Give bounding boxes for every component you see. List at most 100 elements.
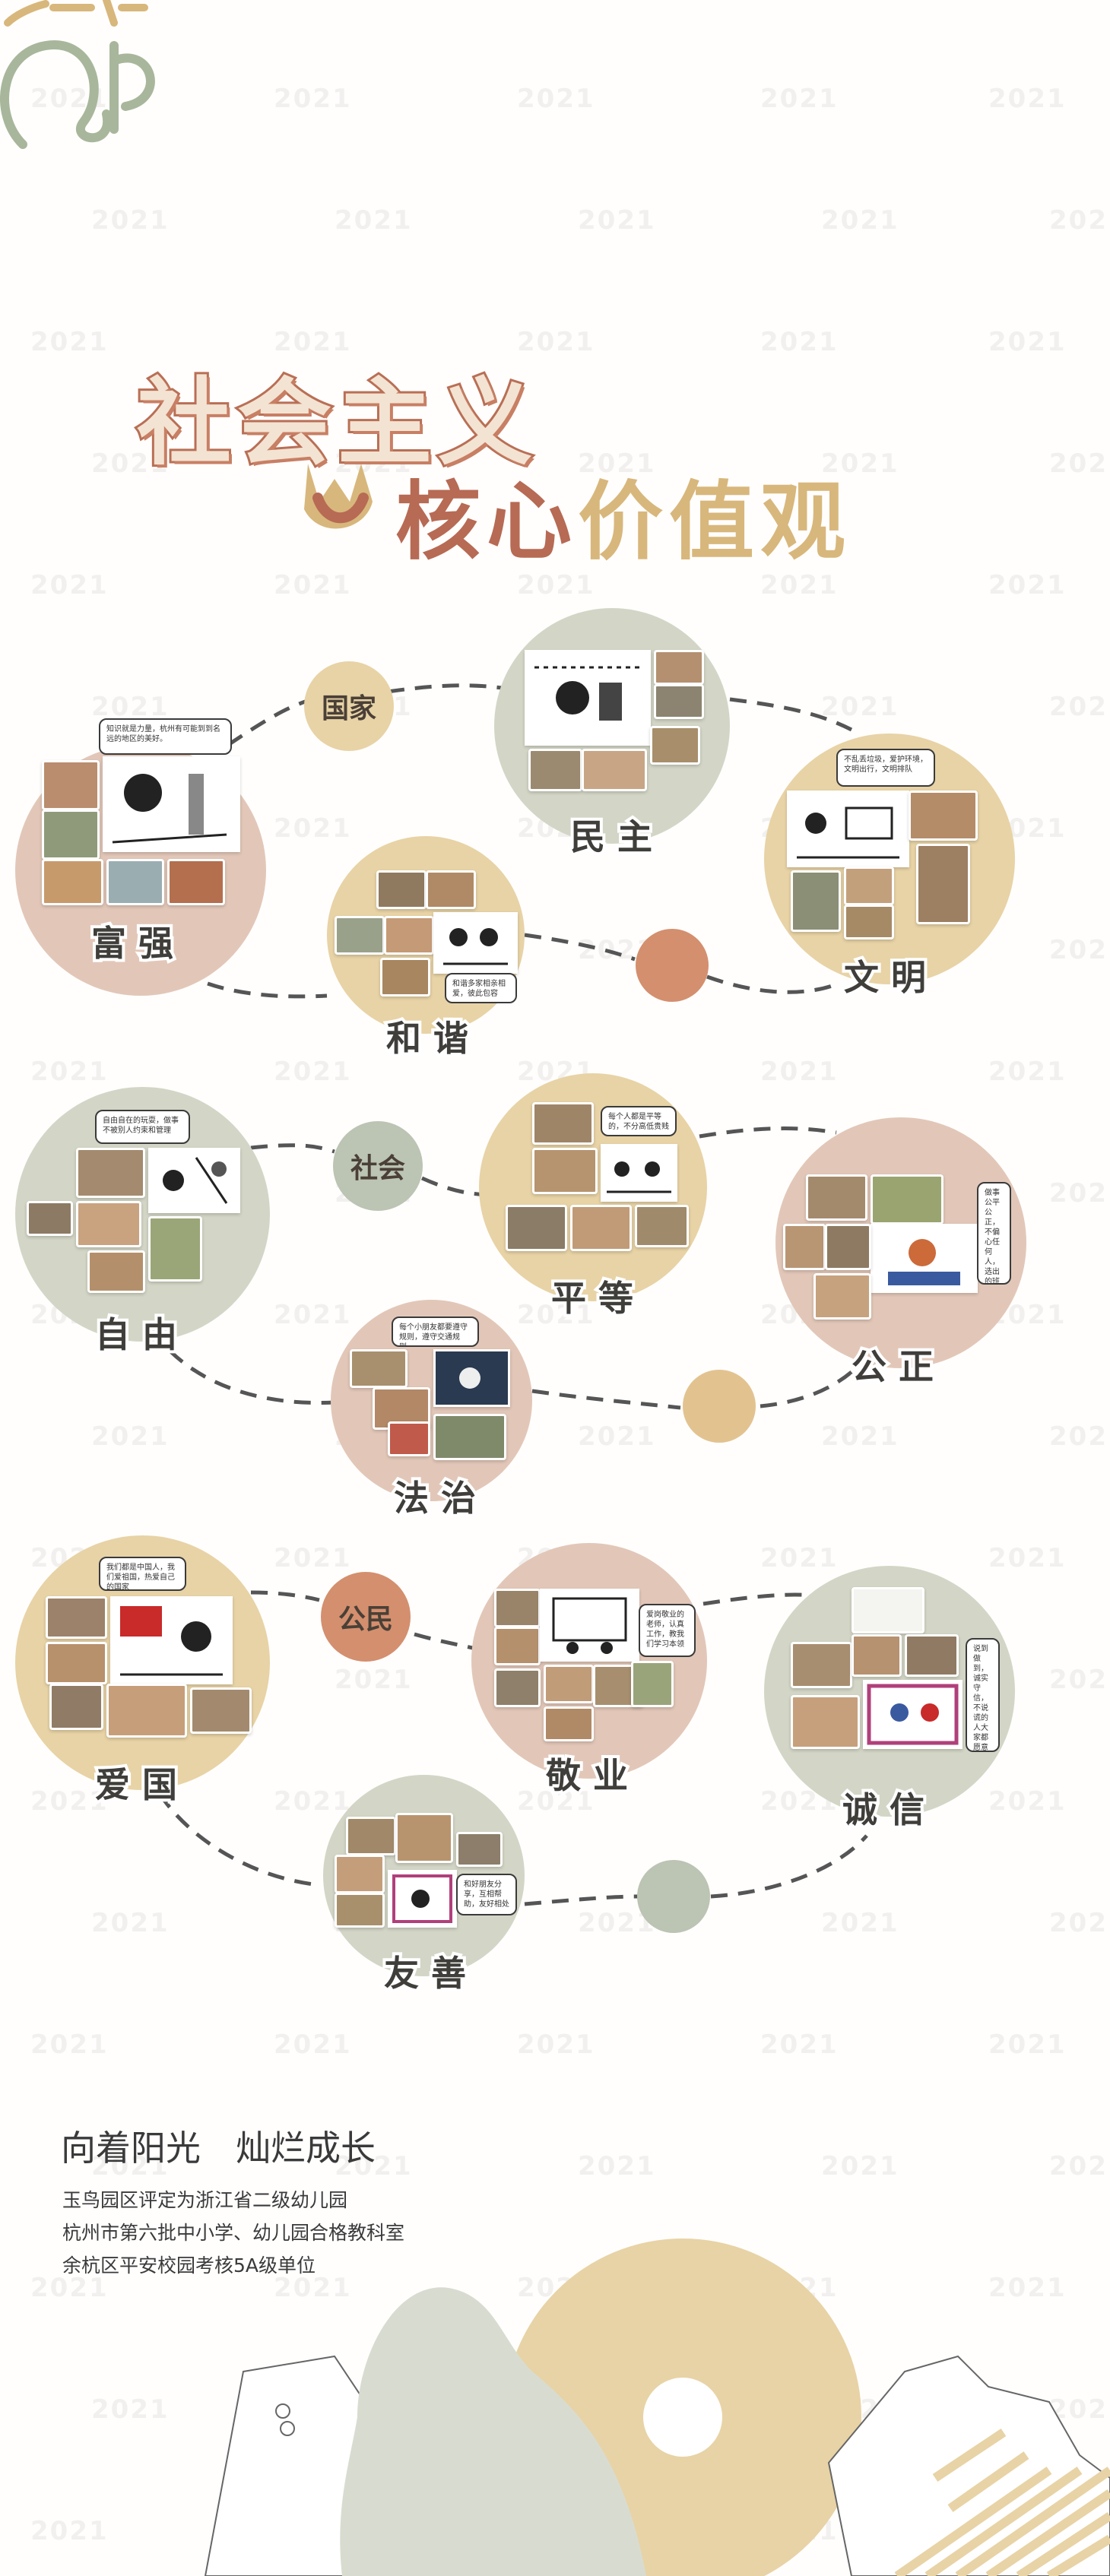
speech-bubble: 每个人都是平等的，不分高低贵贱: [601, 1106, 677, 1136]
photo: [384, 916, 434, 955]
watermark-text: 2021: [1049, 692, 1110, 722]
watermark-text: 2021: [274, 327, 352, 357]
bottom-decoration: [204, 2239, 1110, 2576]
photo: [346, 1817, 396, 1855]
watermark-text: 2021: [1049, 1665, 1110, 1695]
photo: [871, 1174, 944, 1225]
speech-bubble: 和好朋友分享，互相帮助，友好相处: [456, 1874, 517, 1915]
value-label-minzhu: 民主: [567, 813, 664, 860]
watermark-text: 2021: [1049, 1421, 1110, 1452]
photo: [42, 760, 100, 810]
watermark-text: 2021: [1049, 1908, 1110, 1938]
photo: [494, 1589, 541, 1627]
photo: [167, 859, 225, 905]
watermark-text: 2021: [760, 2029, 839, 2060]
value-label-aiguo: 爱国: [92, 1761, 189, 1808]
photo: [376, 870, 427, 909]
watermark-text: 2021: [30, 2029, 109, 2060]
speech-bubble: 爱岗敬业的老师，认真工作，教我们学习本领: [639, 1604, 696, 1657]
value-label-pingdeng: 平等: [548, 1275, 645, 1322]
watermark-text: 2021: [517, 327, 595, 357]
footer-line-1: 玉鸟园区评定为浙江省二级幼儿园: [62, 2189, 348, 2211]
watermark-text: 2021: [578, 1421, 656, 1452]
photo: [395, 1813, 453, 1863]
photo: [650, 726, 700, 765]
watermark-text: 2021: [517, 1300, 595, 1330]
photo: [783, 1224, 826, 1270]
watermark-text: 2021: [91, 205, 170, 236]
footer-slogan: 向着阳光 灿烂成长: [61, 2128, 376, 2169]
child-drawing: [103, 756, 240, 852]
level-badge-society: 社会: [333, 1121, 423, 1211]
watermark-text: 2021: [30, 1057, 109, 1087]
watermark-text: 2021: [1049, 1178, 1110, 1209]
level-badge-nation: 国家: [304, 661, 394, 751]
photo: [916, 844, 970, 924]
decorative-dot: [637, 1860, 710, 1933]
photo: [42, 859, 103, 905]
watermark-text: 2021: [578, 448, 656, 479]
watermark-text: 2021: [988, 2029, 1067, 2060]
watermark-text: 2021: [274, 813, 352, 844]
child-drawing: [871, 1224, 978, 1293]
watermark-text: 2021: [274, 2273, 352, 2303]
photo: [532, 1148, 598, 1194]
photo: [791, 870, 841, 932]
photo: [494, 1668, 541, 1707]
photo: [844, 905, 894, 939]
photo: [528, 749, 582, 791]
value-label-ziyou: 自由: [92, 1311, 189, 1358]
photo: [350, 1349, 408, 1388]
route-section-3: [157, 1590, 868, 1906]
watermark-text: 2021: [30, 570, 109, 600]
watermark-text: 2021: [578, 205, 656, 236]
watermark-text: 2021: [760, 84, 839, 114]
tulip-icon: [304, 464, 373, 529]
watermark-text: 2021: [274, 1057, 352, 1087]
watermark-text: 2021: [274, 84, 352, 114]
watermark-text: 2021: [274, 570, 352, 600]
watermark-text: 2021: [821, 692, 899, 722]
speech-bubble: 做事公平公正，不偏心任何人，选出的班长有威信: [977, 1182, 1011, 1285]
value-label-jingye: 敬业: [543, 1752, 640, 1799]
photo: [76, 1201, 141, 1247]
photo: [456, 1832, 503, 1867]
value-label-youshan: 友善: [381, 1950, 478, 1997]
watermark-text: 2021: [1049, 448, 1110, 479]
watermark-text: 2021: [274, 1300, 352, 1330]
watermark-text: 2021: [517, 84, 595, 114]
photo: [791, 1642, 852, 1688]
photo: [544, 1706, 594, 1741]
photo: [544, 1665, 594, 1703]
logo-mark: [0, 0, 155, 149]
watermark-text: 2021: [988, 1057, 1067, 1087]
level-badge-label: 公民: [338, 1604, 393, 1635]
photo: [388, 1421, 430, 1456]
value-label-fazhi: 法治: [391, 1475, 488, 1522]
photo: [791, 1695, 860, 1749]
child-drawing: [433, 912, 518, 974]
photo: [844, 867, 894, 905]
watermark-text: 2021: [517, 570, 595, 600]
photo: [335, 1893, 385, 1928]
watermark-text: 2021: [30, 327, 109, 357]
photo: [813, 1273, 871, 1320]
watermark-text: 2021: [517, 2029, 595, 2060]
watermark-text: 2021: [988, 327, 1067, 357]
watermark-text: 2021: [517, 1786, 595, 1817]
decorative-dot: [636, 929, 709, 1002]
watermark-text: 2021: [821, 205, 899, 236]
speech-bubble: 每个小朋友都要遵守规则，遵守交通规则。: [392, 1317, 479, 1347]
value-label-chengxin: 诚信: [839, 1786, 937, 1833]
watermark-text: 2021: [578, 2151, 656, 2182]
photo: [106, 1684, 187, 1738]
watermark-text: 2021: [988, 1543, 1067, 1573]
value-label-hexie: 和谐: [383, 1015, 480, 1062]
photo: [506, 1205, 567, 1251]
speech-bubble: 我们都是中国人，我们爱祖国，热爱自己的国家: [99, 1557, 186, 1591]
photo: [46, 1642, 107, 1684]
watermark-text: 2021: [91, 1908, 170, 1938]
value-label-fuqiang: 富强: [88, 920, 186, 967]
title-line-2-light: 价值观: [578, 473, 852, 572]
